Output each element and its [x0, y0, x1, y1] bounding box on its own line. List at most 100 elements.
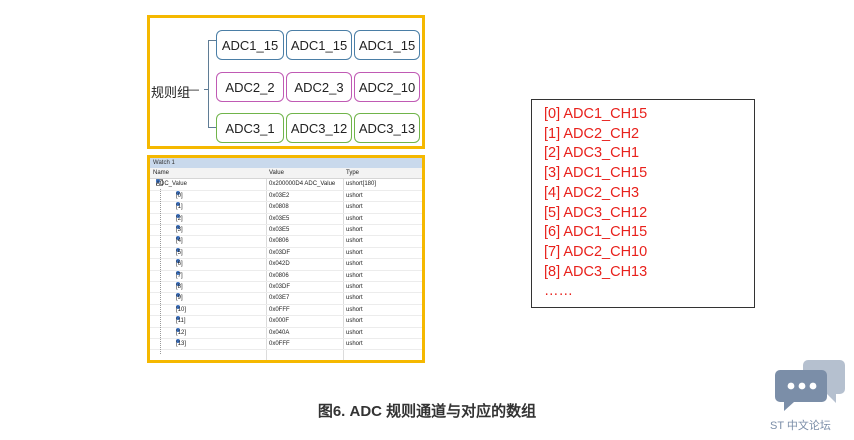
item-name: [6]: [176, 261, 183, 268]
item-value: 0x03E2: [269, 192, 290, 199]
sequence-item: [7] ADC2_CH10: [544, 243, 648, 260]
element-icon: [176, 236, 180, 241]
item-type: ushort: [346, 192, 363, 199]
sequence-item: ……: [544, 283, 573, 300]
figure-caption: 图6. ADC 规则通道与对应的数组: [317, 403, 537, 420]
item-value: 0x03DF: [269, 249, 291, 256]
item-name: [8]: [176, 284, 183, 290]
watch-item-row[interactable]: [5] 0x03DF ushort: [150, 247, 422, 260]
column-header-value: Value: [269, 170, 284, 176]
element-icon: [176, 259, 180, 264]
watch-item-row[interactable]: [8] 0x03DF ushort: [150, 282, 422, 294]
column-divider: [266, 168, 267, 360]
item-name: [0]: [176, 192, 183, 199]
element-icon: [176, 270, 180, 275]
sequence-item: [0] ADC1_CH15: [544, 106, 648, 122]
sequence-item: [1] ADC2_CH2: [544, 125, 640, 142]
element-icon: [176, 213, 180, 218]
item-value: 0x0FFF: [269, 306, 290, 313]
item-value: 0x03DF: [269, 284, 291, 290]
watch-item-row[interactable]: [0] 0x03E2 ushort: [150, 190, 422, 203]
item-value: 0x0806: [269, 272, 289, 279]
adc-cell: ADC2_3: [286, 72, 352, 102]
item-name: [5]: [176, 249, 183, 256]
element-icon: [176, 190, 180, 195]
root-type: ushort[180]: [346, 181, 377, 188]
adc-cell: ADC3_1: [216, 113, 284, 143]
sequence-item: [8] ADC3_CH13: [544, 263, 648, 280]
column-header-type: Type: [346, 170, 360, 176]
group-connector-dash: —: [187, 82, 199, 96]
element-icon: [176, 304, 180, 309]
array-sequence-box: [0] ADC1_CH15 [1] ADC2_CH2 [2] ADC3_CH1 [3]…: [531, 99, 755, 308]
item-name: [3]: [176, 227, 183, 233]
watch-item-row[interactable]: [13] 0x0FFF ushort: [150, 339, 422, 351]
watch-header-row: Name Value Type: [150, 168, 422, 180]
item-type: ushort: [346, 261, 363, 268]
item-name: [2]: [176, 215, 183, 222]
item-type: ushort: [346, 318, 363, 325]
item-value: 0x0FFF: [269, 341, 290, 347]
sequence-item: [5] ADC3_CH12: [544, 204, 648, 221]
variable-icon: [156, 179, 160, 184]
sequence-item: [6] ADC1_CH15: [544, 224, 648, 241]
adc-cell: ADC3_13: [354, 113, 420, 143]
adc-cell: ADC2_10: [354, 72, 420, 102]
item-type: ushort: [346, 249, 363, 256]
item-type: ushort: [346, 329, 363, 336]
item-value: 0x000F: [269, 318, 290, 325]
item-value: 0x03E5: [269, 227, 290, 233]
tree-connector: [160, 188, 161, 354]
watch-item-row[interactable]: [3] 0x03E5 ushort: [150, 225, 422, 237]
item-type: ushort: [346, 227, 363, 233]
watch-item-row[interactable]: [11] 0x000F ushort: [150, 316, 422, 328]
watch-item-row[interactable]: [6] 0x042D ushort: [150, 259, 422, 271]
regular-group-label: 规则组: [151, 85, 191, 100]
item-type: ushort: [346, 284, 363, 290]
adc-cell: ADC3_12: [286, 113, 352, 143]
chat-bubbles-icon: [775, 360, 845, 411]
column-divider: [343, 168, 344, 360]
group-bracket: [208, 40, 217, 128]
brand-label: ST 中文论坛: [770, 420, 831, 432]
sequence-item: [3] ADC1_CH15: [544, 165, 648, 182]
item-name: [9]: [176, 295, 183, 302]
regular-group-diagram: 规则组 — ADC1_15 ADC1_15 ADC1_15 ADC2_2 ADC…: [147, 15, 425, 149]
root-value: 0x200000D4 ADC_Value: [269, 181, 336, 188]
item-name: [1]: [176, 204, 183, 211]
row-connector: [204, 89, 208, 90]
element-icon: [176, 316, 180, 321]
element-icon: [176, 202, 180, 207]
watch-item-row[interactable]: [1] 0x0808 ushort: [150, 202, 422, 214]
item-type: ushort: [346, 204, 363, 211]
watch-item-row[interactable]: [4] 0x0806 ushort: [150, 236, 422, 248]
adc-cell: ADC2_2: [216, 72, 284, 102]
adc-cell: ADC1_15: [216, 30, 284, 60]
item-value: 0x0808: [269, 204, 289, 211]
item-type: ushort: [346, 341, 363, 347]
item-name: [10]: [176, 306, 187, 313]
item-name: [13]: [176, 341, 187, 347]
item-type: ushort: [346, 272, 363, 279]
element-icon: [176, 327, 180, 332]
item-value: 0x03E5: [269, 215, 290, 222]
item-value: 0x042D: [269, 261, 290, 268]
element-icon: [176, 339, 180, 343]
item-value: 0x040A: [269, 329, 290, 336]
item-name: [4]: [176, 238, 183, 245]
item-value: 0x0806: [269, 238, 289, 245]
adc-cell: ADC1_15: [286, 30, 352, 60]
element-icon: [176, 293, 180, 298]
adc-cell: ADC1_15: [354, 30, 420, 60]
item-type: ushort: [346, 238, 363, 245]
item-name: [11]: [176, 318, 186, 325]
column-header-name: Name: [153, 170, 170, 176]
sequence-item: [2] ADC3_CH1: [544, 145, 640, 162]
